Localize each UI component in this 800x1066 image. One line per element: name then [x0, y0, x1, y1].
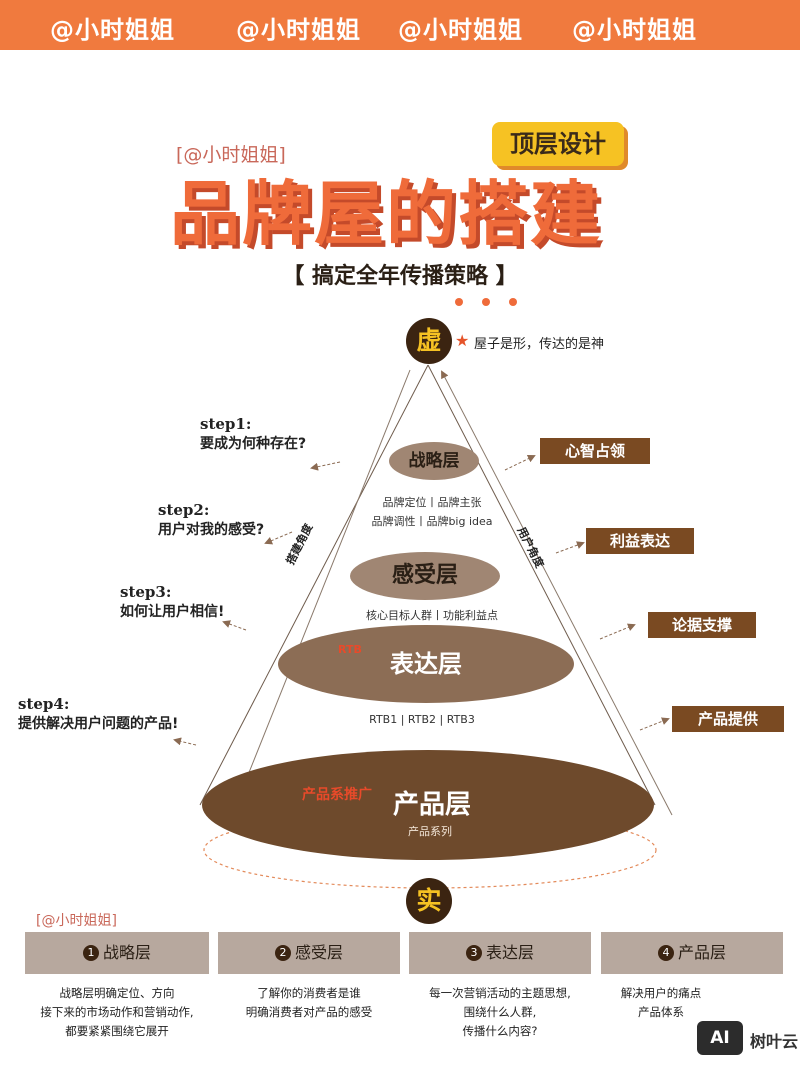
desc-line: 都要紧紧围绕它展开 — [65, 1024, 169, 1038]
table-desc-strategy: 战略层明确定位、方向 接下来的市场动作和营销动作, 都要紧紧围绕它展开 — [25, 984, 209, 1041]
desc-line: 了解你的消费者是谁 — [257, 986, 361, 1000]
desc-line: 围绕什么人群, — [463, 1005, 537, 1019]
banner-handle: @小时姐姐 — [572, 16, 697, 44]
top-design-tag: 顶层设计 — [492, 122, 624, 166]
desc-line: 产品体系 — [638, 1005, 684, 1019]
left-guide-line — [229, 369, 411, 821]
column-title: 感受层 — [294, 943, 343, 962]
page-title: 品牌屋的搭建 — [170, 173, 602, 255]
number-badge: 2 — [274, 944, 291, 961]
banner-handle: @小时姐姐 — [50, 16, 175, 44]
banner-handle: @小时姐姐 — [398, 16, 523, 44]
expression-layer: 表达层 — [278, 625, 574, 703]
strategy-layer-label: 战略层 — [408, 451, 460, 471]
table-desc-expression: 每一次营销活动的主题思想, 围绕什么人群, 传播什么内容? — [409, 984, 591, 1041]
column-title: 战略层 — [102, 943, 151, 962]
rtb-tag: RTB — [338, 643, 362, 656]
virtual-marker: 虚 — [406, 318, 452, 364]
right-guide-arrow — [441, 370, 673, 816]
top-note: 屋子是形，传达的是神 — [474, 337, 605, 352]
page-subtitle: 【 搞定全年传播策略 】 — [282, 264, 518, 289]
number-badge: 3 — [465, 944, 482, 961]
step-question: 如何让用户相信! — [120, 604, 225, 620]
column-title: 表达层 — [485, 943, 534, 962]
step1-arrow — [310, 461, 341, 471]
product-detail: 产品系列 — [408, 825, 452, 838]
step-label: step3: — [120, 583, 172, 601]
box3-arrow — [599, 623, 636, 640]
step4-arrow — [173, 737, 197, 746]
step-label: step2: — [158, 501, 210, 519]
step3-arrow — [222, 620, 247, 631]
real-marker: 实 — [406, 878, 452, 924]
table-desc-product: 解决用户的痛点 产品体系 — [601, 984, 721, 1022]
strategy-layer: 战略层 — [389, 442, 479, 480]
desc-line: 每一次营销活动的主题思想, — [429, 986, 571, 1000]
expression-detail: RTB1 | RTB2 | RTB3 — [369, 713, 475, 726]
step2-arrow — [264, 531, 293, 545]
step-3: step3: 如何让用户相信! — [120, 582, 224, 622]
watermark-text: 树叶云 — [750, 1032, 799, 1051]
step-label: step1: — [200, 415, 252, 433]
evidence-box: 论据支撑 — [648, 612, 756, 638]
desc-line: 传播什么内容? — [462, 1024, 538, 1038]
step-2: step2: 用户对我的感受? — [158, 500, 264, 540]
expression-layer-label: 表达层 — [390, 650, 462, 678]
box1-arrow — [504, 455, 536, 471]
benefit-box: 利益表达 — [586, 528, 694, 554]
perception-detail: 核心目标人群丨功能利益点 — [366, 609, 498, 622]
perception-layer-label: 感受层 — [391, 563, 458, 588]
desc-line: 明确消费者对产品的感受 — [245, 1005, 373, 1019]
desc-line: 接下来的市场动作和营销动作, — [40, 1005, 194, 1019]
box2-arrow — [555, 541, 585, 554]
number-badge: 1 — [82, 944, 99, 961]
step-4: step4: 提供解决用户问题的产品! — [18, 694, 178, 734]
strategy-detail: 品牌调性丨品牌big idea — [371, 515, 493, 528]
desc-line: 解决用户的痛点 — [620, 986, 702, 1000]
star-icon: ★ — [455, 331, 470, 350]
perception-layer: 感受层 — [350, 552, 500, 600]
table-handle: [@小时姐姐] — [36, 913, 117, 929]
mind-share-box: 心智占领 — [540, 438, 650, 464]
product-layer-label: 产品层 — [392, 790, 471, 820]
decor-dot — [482, 298, 490, 306]
step-label: step4: — [18, 695, 70, 713]
ai-logo-icon: AI — [697, 1021, 743, 1055]
product-promo-tag: 产品系推广 — [302, 787, 372, 803]
product-supply-box: 产品提供 — [672, 706, 784, 732]
table-desc-perception: 了解你的消费者是谁 明确消费者对产品的感受 — [218, 984, 400, 1022]
desc-line: 战略层明确定位、方向 — [59, 986, 175, 1000]
box4-arrow — [639, 717, 670, 731]
column-title: 产品层 — [677, 943, 726, 962]
step-1: step1: 要成为何种存在? — [200, 414, 306, 454]
author-handle: [@小时姐姐] — [176, 144, 286, 166]
step-question: 用户对我的感受? — [158, 522, 265, 538]
product-layer: 产品层 产品系列 — [202, 750, 654, 860]
number-badge: 4 — [657, 944, 674, 961]
strategy-detail: 品牌定位丨品牌主张 — [382, 496, 482, 509]
pyramid-left-edge — [199, 364, 429, 806]
step-question: 要成为何种存在? — [200, 436, 307, 452]
pyramid-right-edge — [427, 364, 656, 806]
decor-dot — [455, 298, 463, 306]
decor-dot — [509, 298, 517, 306]
banner-handle: @小时姐姐 — [236, 16, 361, 44]
top-banner: @小时姐姐 @小时姐姐 @小时姐姐 @小时姐姐 — [0, 0, 800, 50]
step-question: 提供解决用户问题的产品! — [18, 716, 179, 732]
